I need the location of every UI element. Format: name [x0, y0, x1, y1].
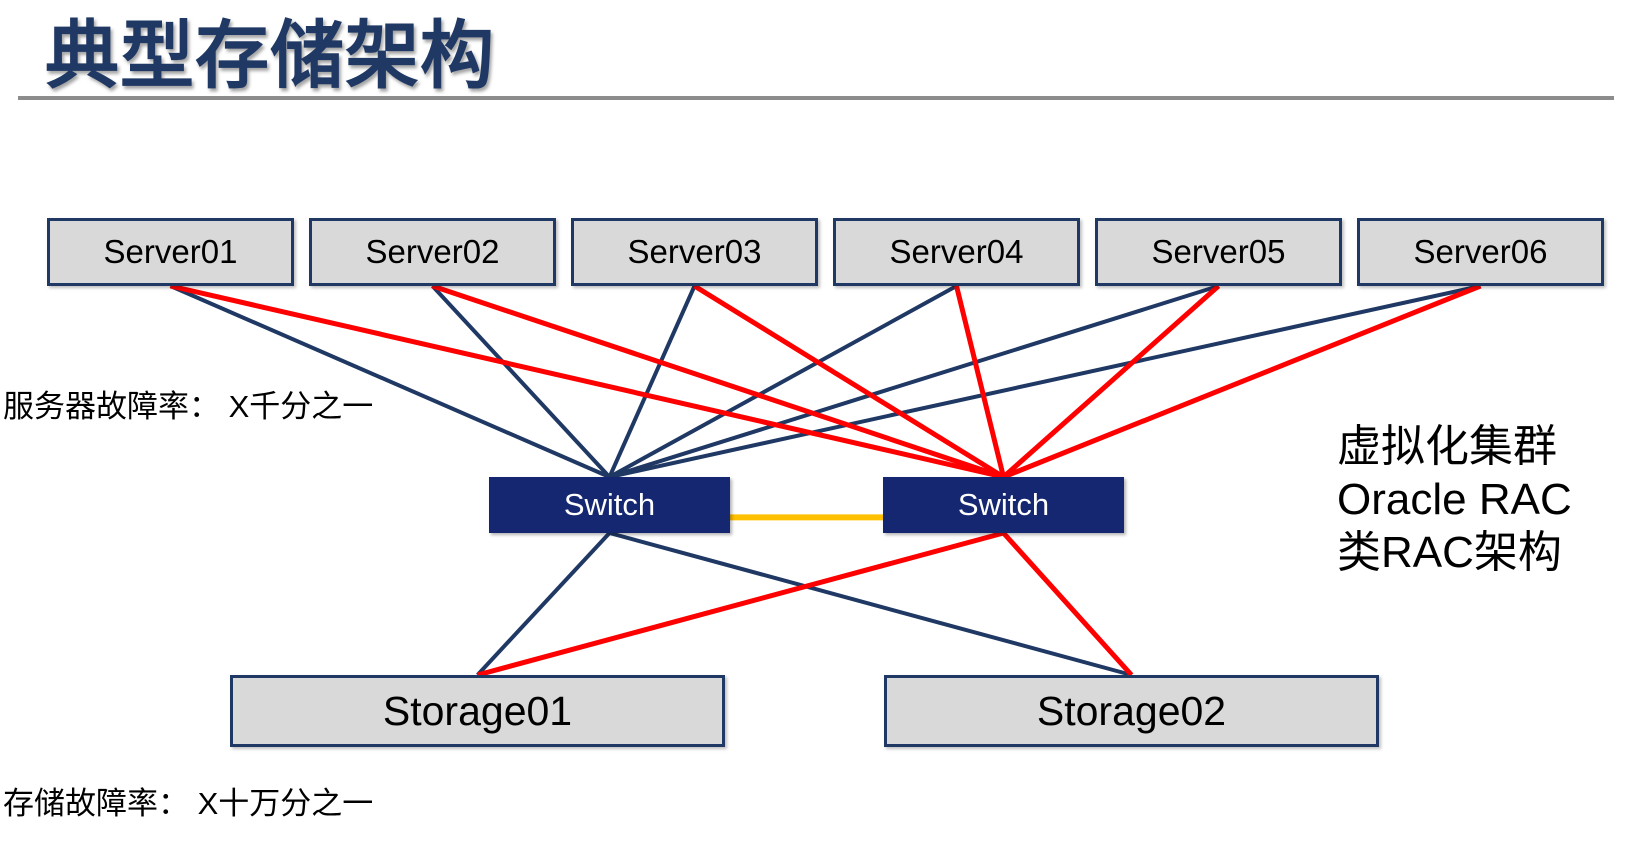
- server-failure-rate-label: 服务器故障率： X千分之一: [3, 389, 374, 424]
- edge-server01-switch2: [169, 283, 1005, 480]
- edge-switch1-storage01: [476, 531, 611, 677]
- cluster-note-line3: 类RAC架构: [1337, 528, 1562, 577]
- page-title: 典型存储架构: [45, 14, 495, 97]
- node-server04: Server04: [833, 218, 1080, 286]
- node-server01: Server01: [47, 218, 294, 286]
- title-divider: [18, 96, 1614, 100]
- cluster-note: 虚拟化集群 Oracle RAC 类RAC架构: [1337, 420, 1572, 579]
- node-server05: Server05: [1095, 218, 1342, 286]
- storage-failure-rate-label: 存储故障率： X十万分之一: [3, 786, 374, 821]
- edge-server02-switch2: [431, 283, 1005, 480]
- edge-server05-switch2: [1001, 284, 1221, 479]
- edge-server05-switch1: [608, 284, 1220, 479]
- edge-server06-switch2: [1002, 283, 1482, 480]
- edge-server03-switch2: [693, 283, 1005, 480]
- edge-switch2-storage01: [476, 530, 1005, 678]
- node-server02: Server02: [309, 218, 556, 286]
- edge-server03-switch1: [607, 285, 697, 478]
- node-storage02: Storage02: [884, 675, 1379, 747]
- node-server03: Server03: [571, 218, 818, 286]
- edge-server04-switch2: [954, 285, 1006, 478]
- node-server06: Server06: [1357, 218, 1604, 286]
- edge-switch1-storage02: [608, 531, 1133, 677]
- edge-server01-switch1: [169, 284, 611, 479]
- edge-server04-switch1: [608, 284, 958, 479]
- edge-server02-switch1: [431, 284, 611, 479]
- cluster-note-line2: Oracle RAC: [1337, 475, 1572, 524]
- node-switch-right: Switch: [883, 477, 1124, 533]
- edge-server06-switch1: [609, 284, 1481, 479]
- node-storage01: Storage01: [230, 675, 725, 747]
- cluster-note-line1: 虚拟化集群: [1337, 422, 1557, 471]
- node-switch-left: Switch: [489, 477, 730, 533]
- edge-switch2-storage02: [1001, 531, 1134, 677]
